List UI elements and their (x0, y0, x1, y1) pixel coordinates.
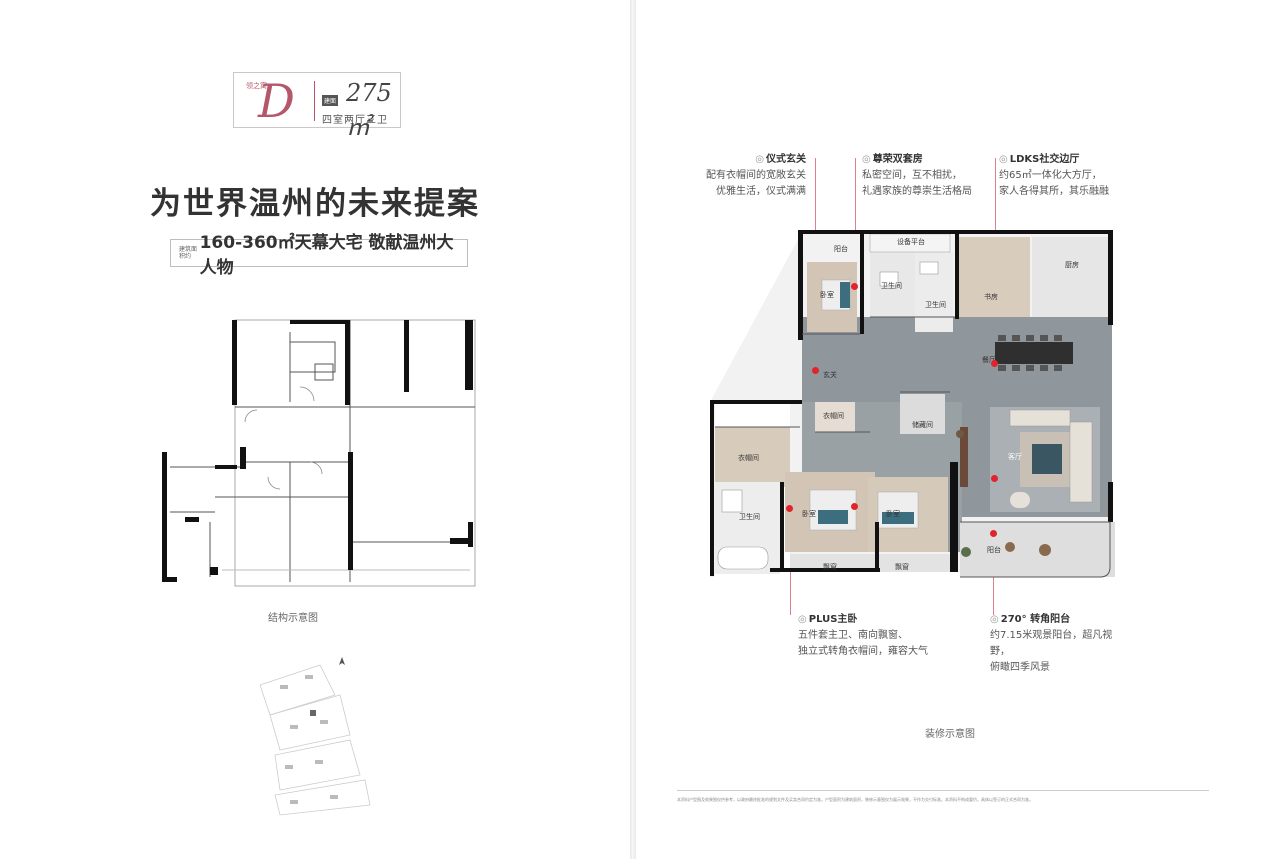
room-kitchen: 厨房 (1065, 261, 1079, 269)
north-arrow-icon (339, 657, 345, 665)
room-master: 卧室 (802, 510, 816, 518)
area-tag: 建面 (322, 95, 339, 106)
unit-type-badge: 领之寓 D 建面 275㎡ 四室两厅三卫 (233, 72, 401, 141)
room-bay-1: 飘窗 (823, 563, 837, 571)
marker-suite-1 (851, 283, 858, 290)
room-study: 书房 (984, 293, 998, 301)
marker-foyer (812, 367, 819, 374)
structure-plan (162, 319, 476, 587)
badge-divider (314, 81, 315, 121)
room-bed-3: 卧室 (886, 510, 900, 518)
room-bath-3: 卫生间 (739, 513, 760, 521)
callout-ldks: LDKS社交边厅 约65㎡一体化大方厅， 家人各得其所，其乐融融 (999, 152, 1119, 200)
room-bay-2: 飘窗 (895, 563, 909, 571)
sub-banner: 建筑面积约 160-360㎡天幕大宅 敬献温州大人物 (170, 233, 468, 278)
room-balcony-south: 阳台 (987, 546, 1001, 554)
callout-suites: 尊荣双套房 私密空间，互不相扰， 礼遇家族的尊崇生活格局 (862, 152, 982, 200)
decorated-plan (710, 230, 1115, 578)
marker-master (786, 505, 793, 512)
room-bath-2: 卫生间 (925, 301, 946, 309)
marker-ldks (991, 360, 998, 367)
series-name: 领之寓 (246, 82, 267, 90)
room-storage: 储藏间 (912, 421, 933, 429)
room-bed-1: 卧室 (820, 291, 834, 299)
room-dining: 餐厅 (982, 356, 996, 364)
footnote-rule (677, 790, 1209, 791)
page-gutter (630, 0, 636, 859)
room-equipment: 设备平台 (897, 238, 925, 246)
marker-balcony (990, 530, 997, 537)
footnote: 本资料户型图及效果图仅供参考，以政府最终批准的规划文件及买卖合同约定为准。户型面… (677, 797, 1033, 802)
callout-foyer: 仪式玄关 配有衣帽间的宽敞玄关 优雅生活，仪式满满 (706, 152, 806, 200)
marker-suite-2 (851, 503, 858, 510)
decoration-caption: 装修示意图 (925, 729, 975, 740)
site-key-map (259, 657, 371, 816)
leader-suites (855, 158, 856, 288)
room-balcony-north: 阳台 (834, 245, 848, 253)
structure-caption: 结构示意图 (268, 613, 318, 624)
callout-balcony: 270° 转角阳台 约7.15米观景阳台，超凡视野， 俯瞰四季风景 (990, 612, 1130, 676)
room-bath-1: 卫生间 (881, 282, 902, 290)
marker-living (991, 475, 998, 482)
callout-master: PLUS主卧 五件套主卫、南向飘窗、 独立式转角衣帽间，雍容大气 (798, 612, 938, 660)
room-closet-1: 衣帽间 (823, 412, 844, 420)
page-headline: 为世界温州的未来提案 (150, 186, 480, 222)
unit-area: 275㎡ (346, 79, 392, 141)
unit-letter: D (258, 74, 295, 128)
area-small-label: 建筑面积约 (179, 246, 198, 260)
room-closet-2: 衣帽间 (738, 454, 759, 462)
room-living: 客厅 (1008, 453, 1022, 461)
sub-banner-text: 160-360㎡天幕大宅 敬献温州大人物 (199, 233, 454, 278)
unit-rooms: 四室两厅三卫 (322, 115, 388, 126)
room-foyer: 玄关 (823, 371, 837, 379)
